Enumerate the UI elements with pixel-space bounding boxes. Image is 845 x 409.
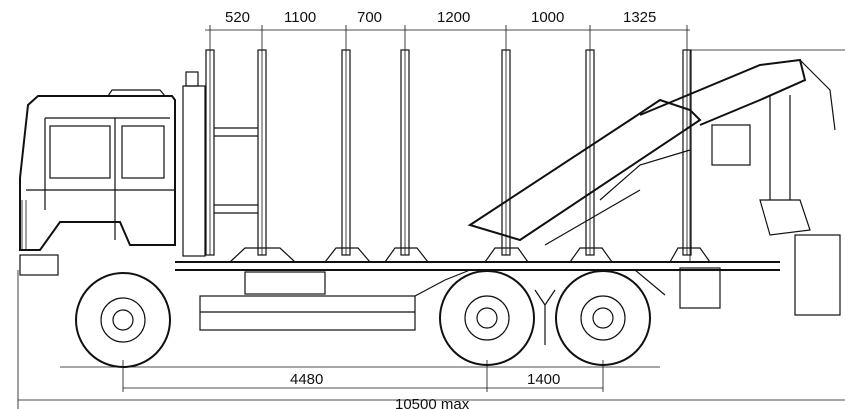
top-dimension-line: 520 1100 700 1200 1000 1325 [205,9,690,255]
cab-door-window [121,125,165,179]
dim-overall-length: 10500 max [395,396,470,409]
dim-1000: 1000 [531,9,564,26]
bottom-dimension-lines: 4480 1400 10500 max [17,270,845,409]
loader-crane [467,49,845,316]
wheels [75,270,651,368]
crane-rotator [711,124,751,166]
crane-grapple [794,234,841,316]
dim-wheelbase: 4480 [290,371,323,388]
front-wheel [75,272,171,368]
air-intake-pipe [182,85,206,257]
stake-3 [341,49,351,256]
rear-support-leg [679,267,721,309]
rear-wheel-1 [439,270,535,366]
chassis-frame [175,261,780,331]
dim-700: 700 [357,9,382,26]
dim-520: 520 [225,9,250,26]
truck-cab [19,71,206,276]
stake-1 [205,49,215,256]
rear-wheel-2 [555,270,651,366]
dim-1100: 1100 [284,9,316,26]
dim-tandem: 1400 [527,371,560,388]
dim-1325: 1325 [623,9,656,26]
stake-5 [501,49,511,256]
stake-6 [585,49,595,256]
dim-1200: 1200 [437,9,470,26]
log-stakes [205,49,711,263]
cab-side-window [49,125,111,179]
stake-2 [257,49,267,256]
side-underride-guard [199,295,416,331]
stake-4 [400,49,410,256]
front-bumper [19,254,59,276]
fuel-tank [244,271,326,295]
